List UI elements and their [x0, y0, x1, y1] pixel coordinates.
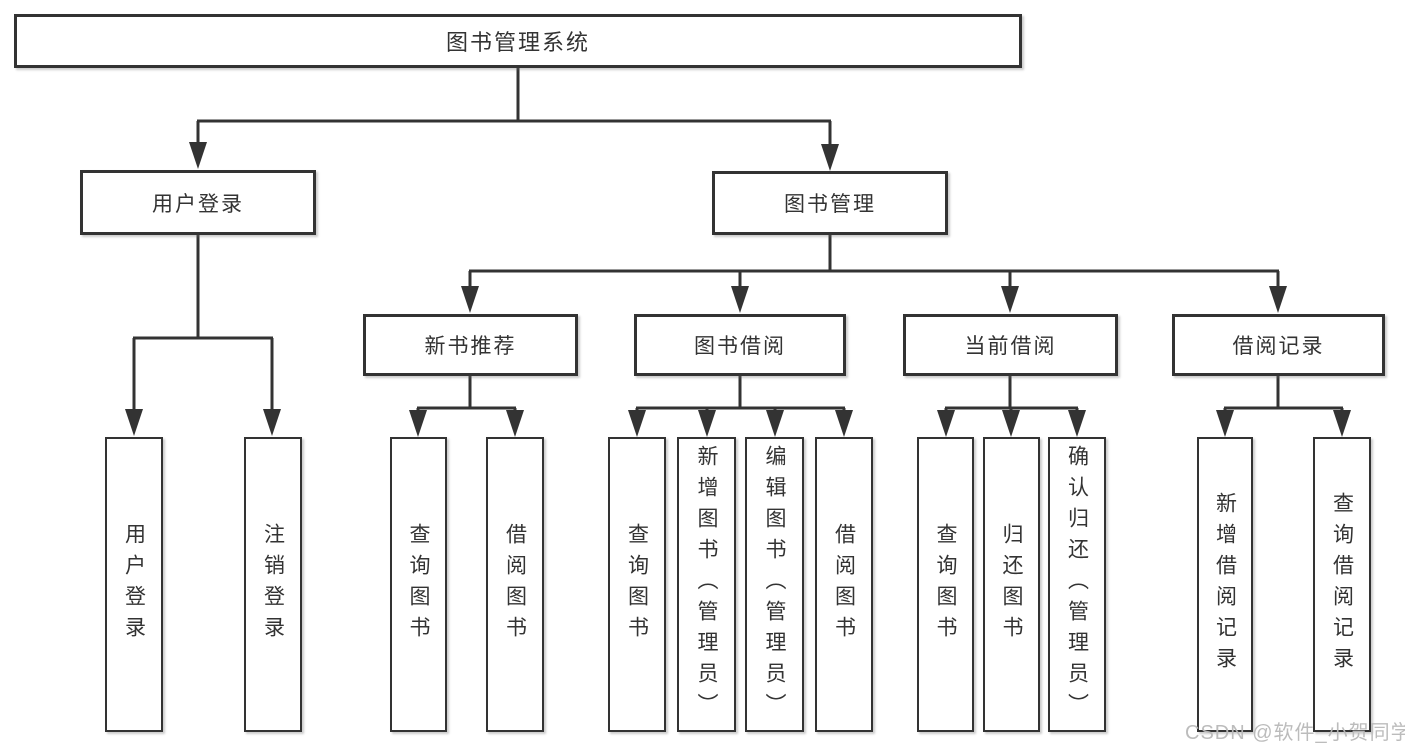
node-label: 新书推荐: [424, 335, 517, 358]
leaf-return-books: 归还图书: [983, 437, 1040, 732]
node-new-book-recommendation: 新书推荐: [363, 314, 578, 376]
leaf-add-borrow-record: 新增借阅记录: [1197, 437, 1253, 732]
leaf-user-login: 用户登录: [105, 437, 163, 732]
leaf-borrow-books-borrowing: 借阅图书: [815, 437, 873, 732]
leaf-label: 编辑图书（管理员）: [763, 445, 786, 724]
leaf-label: 借阅图书: [832, 522, 856, 647]
node-user-login: 用户登录: [80, 170, 316, 235]
node-label: 图书管理系统: [445, 30, 590, 55]
leaf-search-borrow-record: 查询借阅记录: [1313, 437, 1371, 732]
leaf-edit-book-admin: 编辑图书（管理员）: [745, 437, 804, 732]
node-label: 当前借阅: [964, 335, 1057, 358]
leaf-confirm-return-admin: 确认归还（管理员）: [1048, 437, 1106, 732]
leaf-add-book-admin: 新增图书（管理员）: [677, 437, 736, 732]
csdn-watermark: CSDN @软件_小贺同学: [1185, 722, 1405, 744]
leaf-label: 新增借阅记录: [1213, 491, 1237, 678]
leaf-search-books-current: 查询图书: [917, 437, 974, 732]
node-borrowing-records: 借阅记录: [1172, 314, 1385, 376]
leaf-label: 查询图书: [625, 522, 649, 647]
node-label: 图书借阅: [694, 335, 786, 358]
node-library-system-root: 图书管理系统: [14, 14, 1022, 68]
leaf-label: 归还图书: [1000, 522, 1023, 647]
node-label: 借阅记录: [1232, 335, 1325, 358]
leaf-label: 查询图书: [407, 522, 430, 647]
leaf-search-books-borrowing: 查询图书: [608, 437, 666, 732]
node-book-management: 图书管理: [712, 171, 948, 235]
node-label: 用户登录: [152, 192, 244, 216]
node-label: 图书管理: [784, 193, 876, 216]
leaf-label: 注销登录: [261, 522, 285, 647]
leaf-borrow-books-recommend: 借阅图书: [486, 437, 544, 732]
leaf-logout-login: 注销登录: [244, 437, 302, 732]
leaf-label: 确认归还（管理员）: [1065, 445, 1089, 724]
node-current-borrowing: 当前借阅: [903, 314, 1118, 376]
leaf-label: 新增图书（管理员）: [695, 445, 718, 724]
leaf-label: 查询借阅记录: [1330, 491, 1354, 678]
leaf-label: 借阅图书: [503, 522, 527, 647]
leaf-search-books-recommend: 查询图书: [390, 437, 447, 732]
leaf-label: 查询图书: [934, 522, 957, 647]
node-book-borrowing: 图书借阅: [634, 314, 846, 376]
leaf-label: 用户登录: [122, 522, 146, 647]
